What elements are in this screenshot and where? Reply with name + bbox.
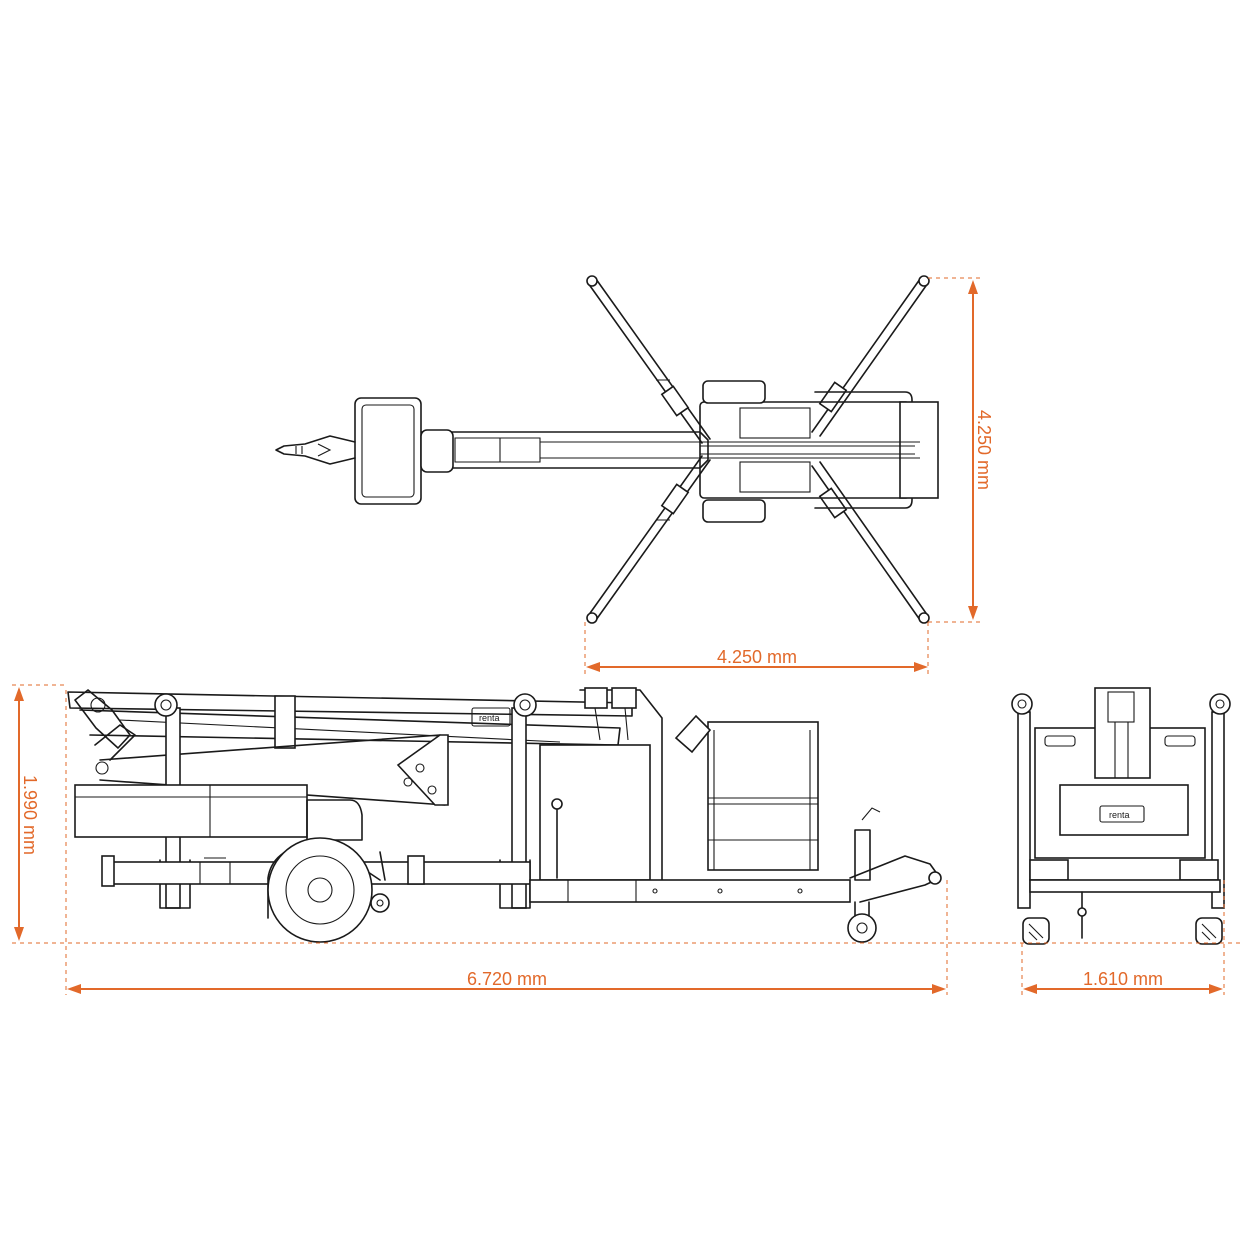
top-view	[275, 275, 939, 624]
side-basket	[707, 721, 819, 871]
side-body-box	[74, 784, 308, 838]
front-bumper	[1029, 879, 1221, 893]
side-boom	[67, 691, 633, 717]
top-wheel-upper	[702, 380, 766, 404]
top-rear-plate	[899, 401, 939, 499]
front-left-light	[1029, 859, 1069, 881]
front-brand-logo: renta	[1109, 810, 1130, 820]
front-turret	[1094, 687, 1151, 779]
dimensions: 4.250 mm 4.250 mm 1.990 mm 6.720 mm 1.61…	[12, 277, 1240, 995]
side-jockey-post	[854, 829, 871, 881]
side-main-wheel	[267, 837, 373, 943]
side-view: renta	[67, 687, 942, 943]
front-left-outrigger	[1017, 711, 1031, 909]
side-drawbar	[849, 855, 941, 903]
top-wheel-lower	[702, 499, 766, 523]
top-outriggers	[586, 275, 930, 624]
dim-side-length-label: 6.720 mm	[467, 969, 547, 989]
top-drawbar	[275, 435, 356, 465]
side-jockey-wheel	[847, 913, 877, 943]
side-front-frame	[529, 879, 851, 903]
dim-top-height-label: 4.250 mm	[974, 410, 994, 490]
top-boom	[419, 431, 709, 469]
side-brand-logo: renta	[479, 713, 500, 723]
side-turret	[539, 744, 651, 881]
dim-front-width-label: 1.610 mm	[1083, 969, 1163, 989]
top-chassis	[699, 401, 911, 499]
front-view: renta	[1011, 687, 1231, 945]
front-housing	[1059, 784, 1189, 836]
dim-side-height-label: 1.990 mm	[20, 775, 40, 855]
front-right-light	[1179, 859, 1219, 881]
side-boom-clamp	[274, 695, 296, 749]
dim-top-width-label: 4.250 mm	[717, 647, 797, 667]
top-basket	[354, 397, 422, 505]
